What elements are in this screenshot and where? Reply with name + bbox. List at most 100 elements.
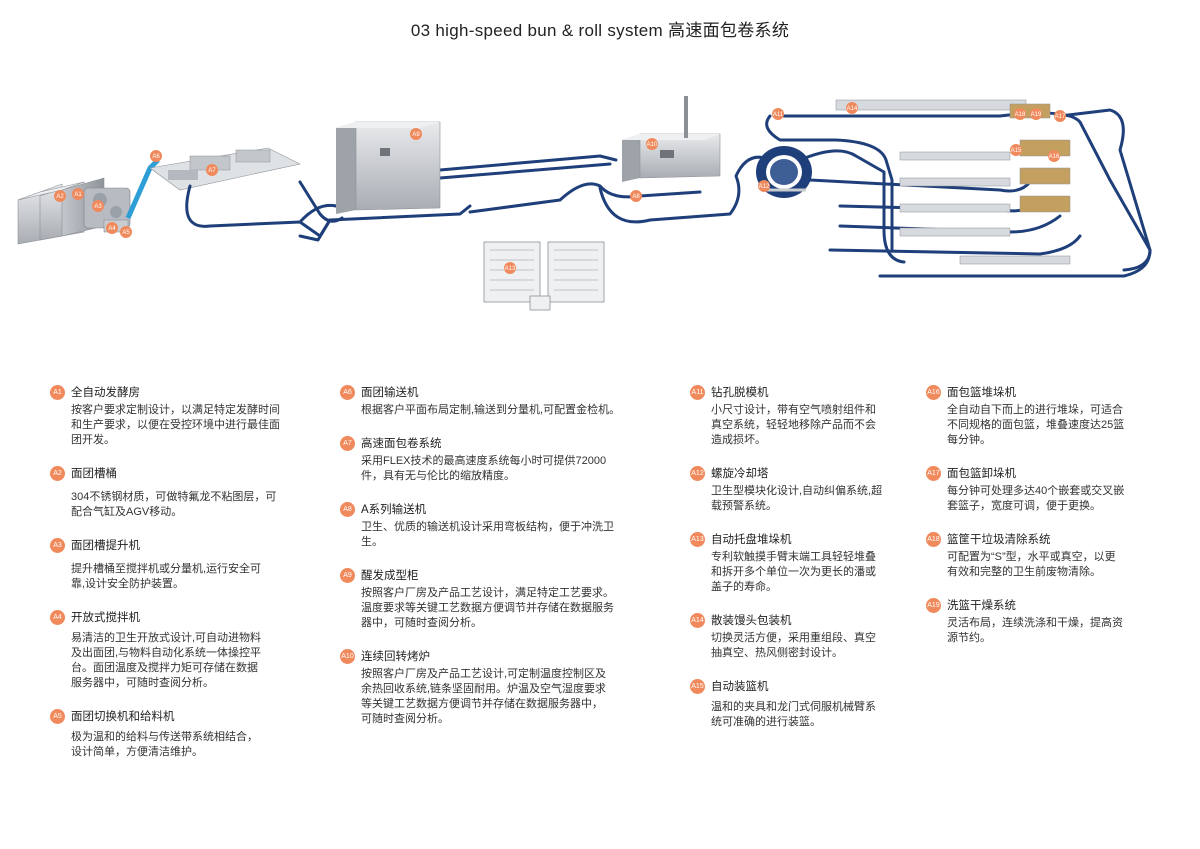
item-description: 可配置为“S”型，水平或真空，以更 有效和完整的卫生前废物清除。 (947, 551, 1116, 578)
item-title: 面团输送机 (361, 387, 419, 399)
item-description: 卫生型模块化设计,自动纠偏系统,超 载预警系统。 (711, 485, 883, 512)
svg-text:A6: A6 (152, 154, 160, 160)
svg-text:A12: A12 (759, 184, 770, 190)
item-description: 卫生、优质的输送机设计采用弯板结构，便于冲洗卫 生。 (361, 521, 614, 548)
item-code-badge: A6 (340, 384, 355, 400)
diagram-badge-a16: A16 (1048, 150, 1060, 162)
svg-text:A15: A15 (1011, 148, 1022, 154)
svg-text:A11: A11 (773, 112, 784, 118)
diagram-badge-a14: A14 (846, 102, 858, 114)
tunnel-oven (622, 96, 721, 182)
item-code-badge: A14 (690, 612, 705, 628)
diagram-badge-a13: A13 (504, 262, 516, 274)
proofer-cabinet (336, 121, 441, 214)
svg-text:A10: A10 (647, 142, 658, 148)
item-title: 全自动发酵房 (71, 387, 140, 399)
diagram-badge-a12: A12 (758, 180, 770, 192)
item-description: 304不锈钢材质，可做特氟龙不粘图层，可 配合气缸及AGV移动。 (71, 491, 277, 518)
diagram-badge-a4: A4 (106, 222, 118, 234)
legend-item: A7 高速面包卷系统 采用FLEX技术的最高速度系统每小时可提供72000 件，具… (340, 435, 630, 484)
item-title: 醒发成型柜 (361, 570, 419, 582)
svg-text:A18: A18 (1015, 112, 1026, 118)
item-code-badge: A8 (340, 501, 355, 517)
item-title: 开放式搅拌机 (71, 612, 140, 624)
svg-text:A3: A3 (94, 204, 102, 210)
page-title: 03 high-speed bun & roll system 高速面包卷系统 (410, 21, 790, 40)
svg-text:A14: A14 (847, 106, 858, 112)
item-code-badge: A16 (926, 384, 941, 400)
item-code-badge: A5 (50, 708, 65, 724)
svg-text:A1: A1 (74, 192, 82, 198)
item-description: 按照客户厂房及产品工艺设计，满足特定工艺要求。 温度要求等关键工艺数据方便调节并… (361, 587, 614, 629)
diagram-badge-a10: A10 (646, 138, 658, 150)
item-description: 专利软触摸手臂末端工具轻轻堆叠 和拆开多个单位一次为更长的潘或 盖子的寿命。 (711, 551, 876, 593)
diagram-badge-a11: A11 (772, 108, 784, 120)
item-title: 钻孔脱模机 (711, 387, 769, 399)
diagram-badge-a3: A3 (92, 200, 104, 212)
item-code-badge: A9 (340, 567, 355, 583)
item-description: 灵活布局，连续洗涤和干燥，提高资 源节约。 (947, 617, 1123, 644)
diagram-badge-a8: A8 (630, 190, 642, 202)
item-title: 面包篮卸垛机 (947, 468, 1016, 480)
item-title: 自动托盘堆垛机 (711, 534, 792, 546)
legend-item: A14 散装馒头包装机 切换灵活方便，采用重组段、真空 抽真空、热风侧密封设计。 (690, 612, 890, 661)
diagram-badge-a7: A7 (206, 164, 218, 176)
legend-item: A8 A系列输送机 卫生、优质的输送机设计采用弯板结构，便于冲洗卫 生。 (340, 501, 630, 550)
item-description: 按照客户厂房及产品工艺设计,可定制温度控制区及 余热回收系统,链条坚固耐用。炉温… (361, 668, 607, 725)
item-description: 提升槽桶至搅拌机或分量机,运行安全可 靠,设计安全防护装置。 (71, 563, 262, 590)
legend-column-1: A1 全自动发酵房 按客户要求定制设计，以满足特定发酵时间 和生产要求，以便在受控… (50, 384, 298, 777)
item-title: 散装馒头包装机 (711, 615, 792, 627)
svg-text:A5: A5 (122, 230, 130, 236)
item-title: 高速面包卷系统 (361, 438, 442, 450)
svg-text:A8: A8 (632, 194, 640, 200)
svg-text:A19: A19 (1031, 112, 1042, 118)
item-code-badge: A19 (926, 597, 941, 613)
spiral-cooler (756, 146, 812, 198)
bun-roll-make-up-line (149, 147, 301, 191)
diagram-badges: A1 A2 A3 A4 A5 A6 A7 A8 A9 A10 A11 A12 A… (54, 102, 1066, 274)
item-code-badge: A1 (50, 384, 65, 400)
item-code-badge: A13 (690, 531, 705, 547)
diagram-badge-a9: A9 (410, 128, 422, 140)
item-code-badge: A3 (50, 537, 65, 553)
diagram-badge-a2: A2 (54, 190, 66, 202)
item-code-badge: A15 (690, 678, 705, 694)
item-code-badge: A7 (340, 435, 355, 451)
svg-text:A13: A13 (505, 266, 516, 272)
item-title: A系列输送机 (361, 504, 427, 516)
item-description: 根据客户平面布局定制,输送到分量机,可配置金检机。 (361, 404, 621, 416)
item-code-badge: A10 (340, 648, 355, 664)
item-code-badge: A11 (690, 384, 705, 400)
item-description: 采用FLEX技术的最高速度系统每小时可提供72000 件，具有无与伦比的缩放精度… (361, 455, 607, 482)
item-description: 切换灵活方便，采用重组段、真空 抽真空、热风侧密封设计。 (711, 632, 876, 659)
tray-stacking-area (483, 241, 605, 311)
diagram-badge-a1: A1 (72, 188, 84, 200)
legend-item: A10 连续回转烤炉 按照客户厂房及产品工艺设计,可定制温度控制区及 余热回收系统… (340, 648, 630, 727)
item-code-badge: A12 (690, 465, 705, 481)
diagram-badge-a15: A15 (1010, 144, 1022, 156)
item-title: 面团槽桶 (71, 468, 117, 480)
item-description: 每分钟可处理多达40个嵌套或交叉嵌 套篮子，宽度可调，便于更换。 (947, 485, 1125, 512)
legend-item: A6 面团输送机 根据客户平面布局定制,输送到分量机,可配置金检机。 (340, 384, 630, 418)
diagram-badge-a19: A19 (1030, 108, 1042, 120)
item-description: 极为温和的给料与传送带系统相结合， 设计简单，方便清洁维护。 (71, 731, 258, 758)
legend-column-2: A6 面团输送机 根据客户平面布局定制,输送到分量机,可配置金检机。 A7 高速面包… (340, 384, 630, 744)
legend-item: A19 洗篮干燥系统 灵活布局，连续洗涤和干燥，提高资 源节约。 (926, 597, 1156, 646)
item-title: 自动装篮机 (711, 681, 769, 693)
item-title: 洗篮干燥系统 (947, 600, 1016, 612)
item-code-badge: A18 (926, 531, 941, 547)
item-description: 按客户要求定制设计，以满足特定发酵时间 和生产要求，以便在受控环境中进行最佳面 … (71, 404, 280, 446)
item-title: 连续回转烤炉 (361, 651, 430, 663)
svg-text:A2: A2 (56, 194, 64, 200)
item-description: 温和的夹具和龙门式伺服机械臂系 统可准确的进行装篮。 (711, 701, 876, 728)
legend-item: A15 自动装篮机 温和的夹具和龙门式伺服机械臂系 统可准确的进行装篮。 (690, 678, 890, 730)
